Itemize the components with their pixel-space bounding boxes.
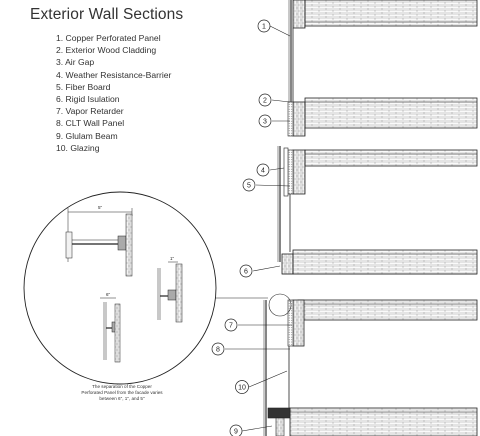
callout-8-label: 8: [216, 347, 220, 354]
legend-item: 5. Fiber Board: [56, 81, 111, 92]
legend-item: 9. Glulam Beam: [56, 130, 118, 141]
callout-1-label: 1: [262, 24, 266, 31]
legend-item: 4. Weather Resistance-Barrier: [56, 69, 172, 80]
callout-9-label: 9: [234, 429, 238, 436]
detail-5-inch: [65, 208, 133, 277]
lower-wall-section: [263, 299, 478, 436]
legend-list: 1. Copper Perforated Panel 2. Exterior W…: [56, 32, 171, 154]
caption-line: between 6", 1", and 5": [99, 396, 145, 401]
middle-wall-section: [277, 146, 478, 275]
callout-2-label: 2: [263, 98, 267, 105]
callout-1: [257, 19, 271, 33]
page-title: Exterior Wall Sections: [30, 6, 184, 23]
legend-item: 1. Copper Perforated Panel: [56, 33, 161, 43]
callout-10-label: 10: [238, 385, 246, 392]
callout-6-label: 6: [244, 269, 248, 276]
callout-5-label: 5: [247, 183, 251, 190]
callout-3-label: 3: [263, 119, 267, 126]
callout-2: [258, 93, 272, 107]
detail-dim-bottom: 6": [106, 292, 111, 297]
detail-caption: The separation of the Copper Perforated …: [62, 384, 182, 402]
legend-item: 7. Vapor Retarder: [56, 106, 124, 117]
detail-dim-top: 5": [98, 205, 103, 210]
detail-bubble: 5" 1" 6": [23, 191, 217, 385]
legend-item: 3. Air Gap: [56, 57, 95, 68]
callout-9: [229, 424, 243, 436]
legend-item: 6. Rigid Isulation: [56, 94, 120, 105]
upper-wall-section: [287, 0, 478, 137]
callout-7-label: 7: [229, 323, 233, 330]
callout-markers: 1 2 3 4 5 6 7 8 10 9: [211, 19, 272, 436]
callout-10: [235, 380, 249, 394]
callout-5: [242, 178, 256, 192]
callout-4-label: 4: [261, 168, 265, 175]
legend-item: 2. Exterior Wood Cladding: [56, 45, 157, 56]
callout-4: [256, 163, 270, 177]
callout-8: [211, 342, 225, 356]
caption-line: Perforated Panel from the facade varies: [81, 390, 163, 395]
callout-3: [258, 114, 272, 128]
legend-item: 10. Glazing: [56, 142, 100, 153]
detail-6-inch: [100, 297, 121, 363]
caption-line: The separation of the Copper: [92, 384, 152, 389]
callouts: [210, 25, 292, 432]
detail-1-inch: [157, 261, 183, 323]
callout-7: [224, 318, 238, 332]
detail-dim-middle: 1": [170, 256, 175, 261]
callout-6: [239, 264, 253, 278]
legend-item: 8. CLT Wall Panel: [56, 118, 125, 129]
